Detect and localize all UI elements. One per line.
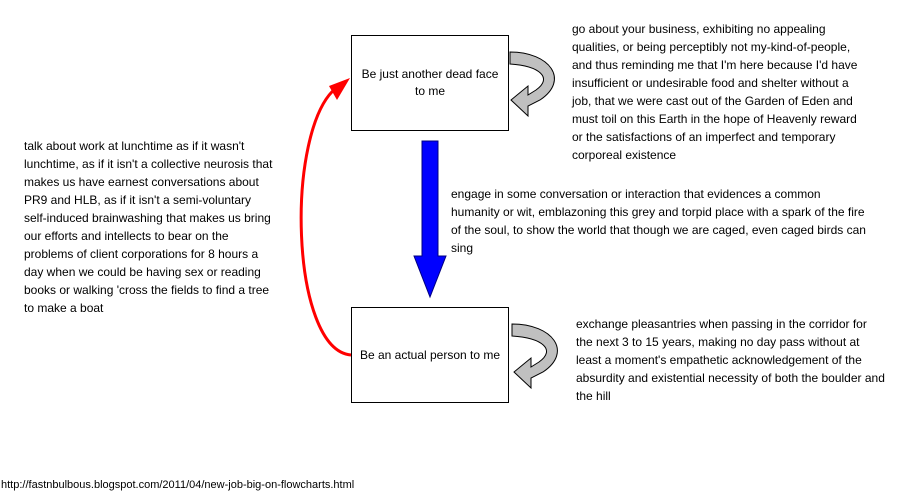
bottom-loop-arrow xyxy=(511,323,558,390)
node-actual-person: Be an actual person to me xyxy=(351,307,509,403)
node-dead-face: Be just another dead face to me xyxy=(351,35,509,131)
up-arrow-label: talk about work at lunchtime as if it wa… xyxy=(24,139,273,315)
source-url: http://fastnbulbous.blogspot.com/2011/04… xyxy=(1,479,355,491)
node-actual-person-label: Be an actual person to me xyxy=(359,347,501,362)
top-loop-label: go about your business, exhibiting no ap… xyxy=(572,22,858,162)
red-curve-arrow xyxy=(299,86,352,357)
red-arrowhead xyxy=(329,78,350,100)
node-dead-face-label: Be just another dead face to me xyxy=(361,67,499,98)
blue-down-arrow xyxy=(413,140,447,299)
down-arrow-label: engage in some conversation or interacti… xyxy=(451,187,866,255)
top-loop-arrow xyxy=(509,51,555,118)
bottom-loop-label: exchange pleasantries when passing in th… xyxy=(576,317,885,403)
